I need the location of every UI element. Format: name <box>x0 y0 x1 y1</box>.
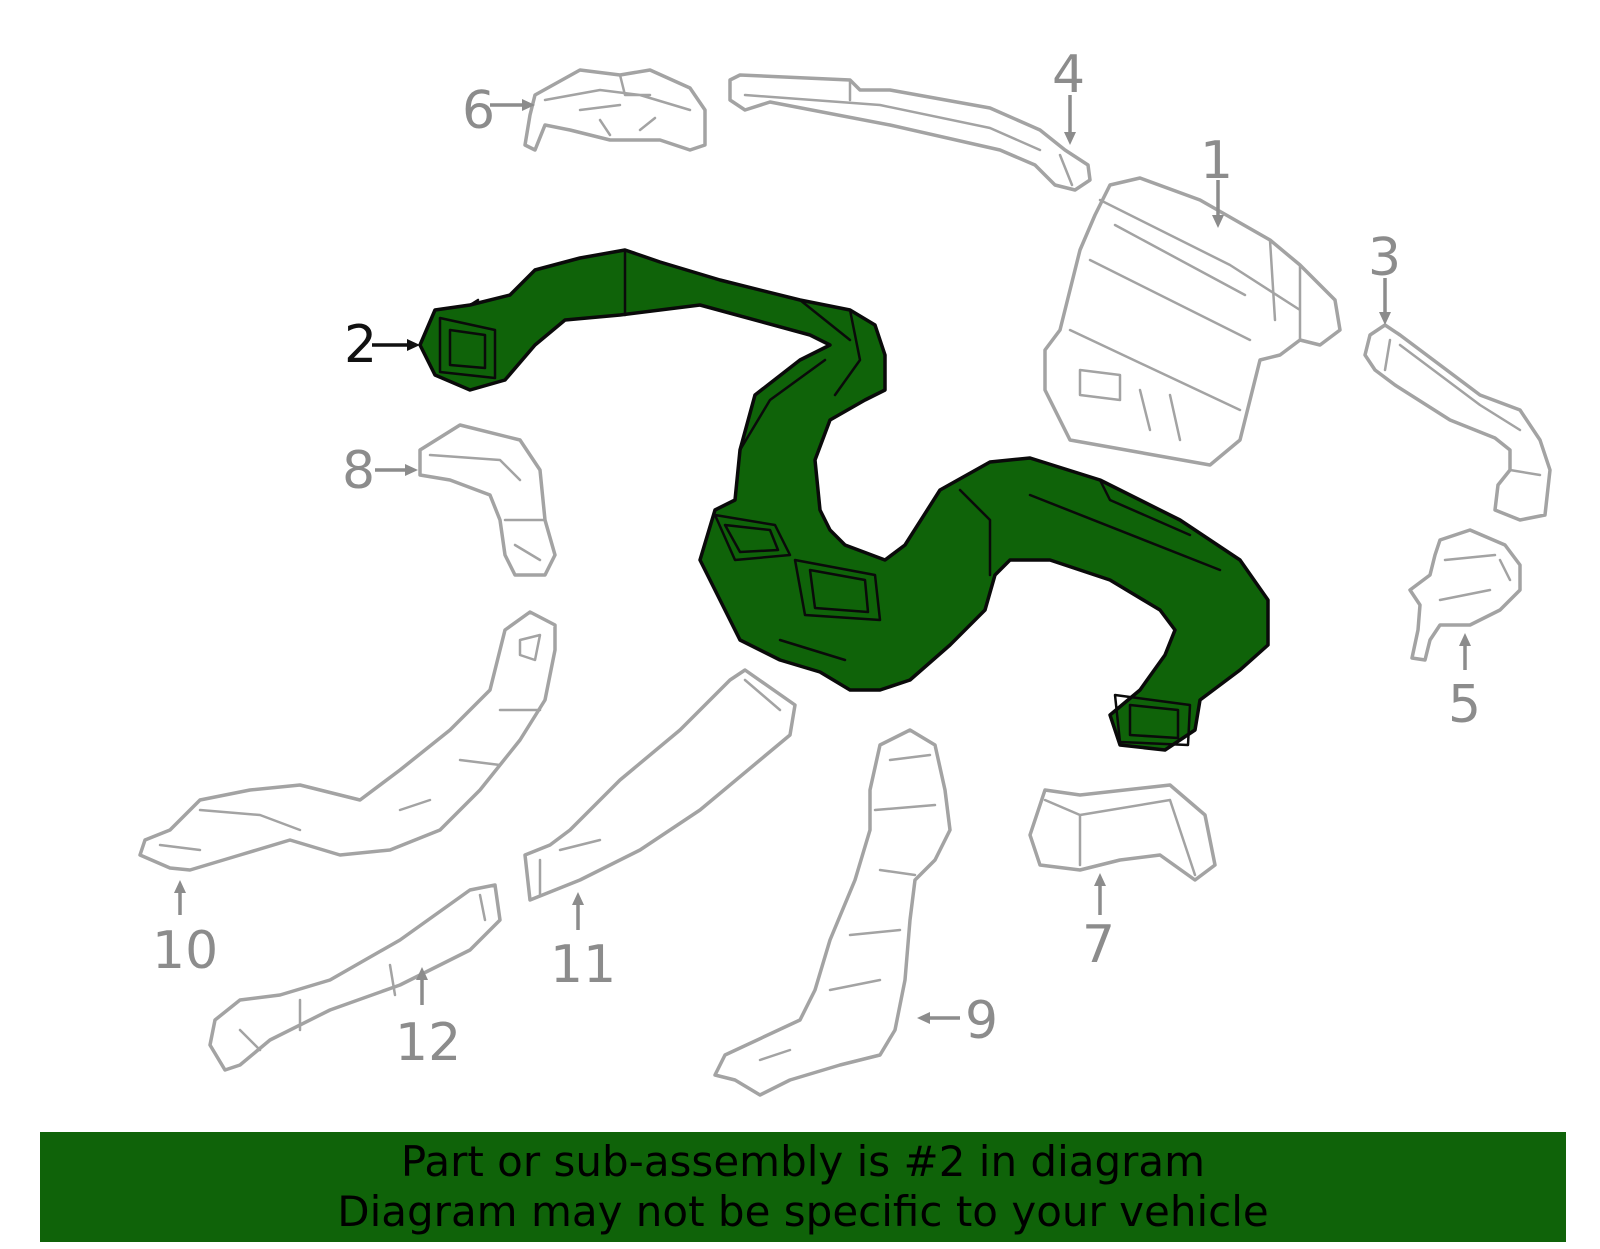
leader-lines <box>174 95 1471 1024</box>
part-6-bracket[interactable] <box>523 68 707 152</box>
part-1-housing[interactable] <box>1043 176 1342 467</box>
callout-3[interactable]: 3 <box>1368 228 1401 288</box>
banner-line-1: Part or sub-assembly is #2 in diagram <box>400 1137 1206 1186</box>
callout-9[interactable]: 9 <box>965 991 998 1051</box>
callout-5[interactable]: 5 <box>1448 675 1481 735</box>
callout-labels: 6 4 1 3 5 2 8 10 11 12 9 7 <box>152 45 1481 1073</box>
part-10-floor-duct[interactable] <box>138 610 557 872</box>
banner-line-2: Diagram may not be specific to your vehi… <box>337 1187 1269 1236</box>
callout-7[interactable]: 7 <box>1082 915 1115 975</box>
callout-10[interactable]: 10 <box>152 921 218 981</box>
part-11-duct[interactable] <box>523 668 797 902</box>
callout-1[interactable]: 1 <box>1200 131 1233 191</box>
callout-6[interactable]: 6 <box>462 81 495 141</box>
info-banner: Part or sub-assembly is #2 in diagram Di… <box>40 1132 1566 1242</box>
part-8-elbow[interactable] <box>418 423 557 577</box>
callout-12[interactable]: 12 <box>395 1013 461 1073</box>
part-7-duct[interactable] <box>1028 783 1217 882</box>
callout-4[interactable]: 4 <box>1052 45 1085 105</box>
part-4-duct[interactable] <box>728 73 1092 192</box>
callout-2[interactable]: 2 <box>344 315 377 375</box>
part-12-duct[interactable] <box>208 883 502 1072</box>
parts-diagram: 6 4 1 3 5 2 8 10 11 12 9 7 <box>138 45 1552 1097</box>
part-3-hose[interactable] <box>1363 323 1552 522</box>
callout-8[interactable]: 8 <box>342 441 375 501</box>
part-5-connector[interactable] <box>1408 528 1522 662</box>
callout-11[interactable]: 11 <box>550 935 616 995</box>
part-2-main-duct[interactable] <box>418 248 1270 752</box>
part-9-duct[interactable] <box>713 728 952 1097</box>
